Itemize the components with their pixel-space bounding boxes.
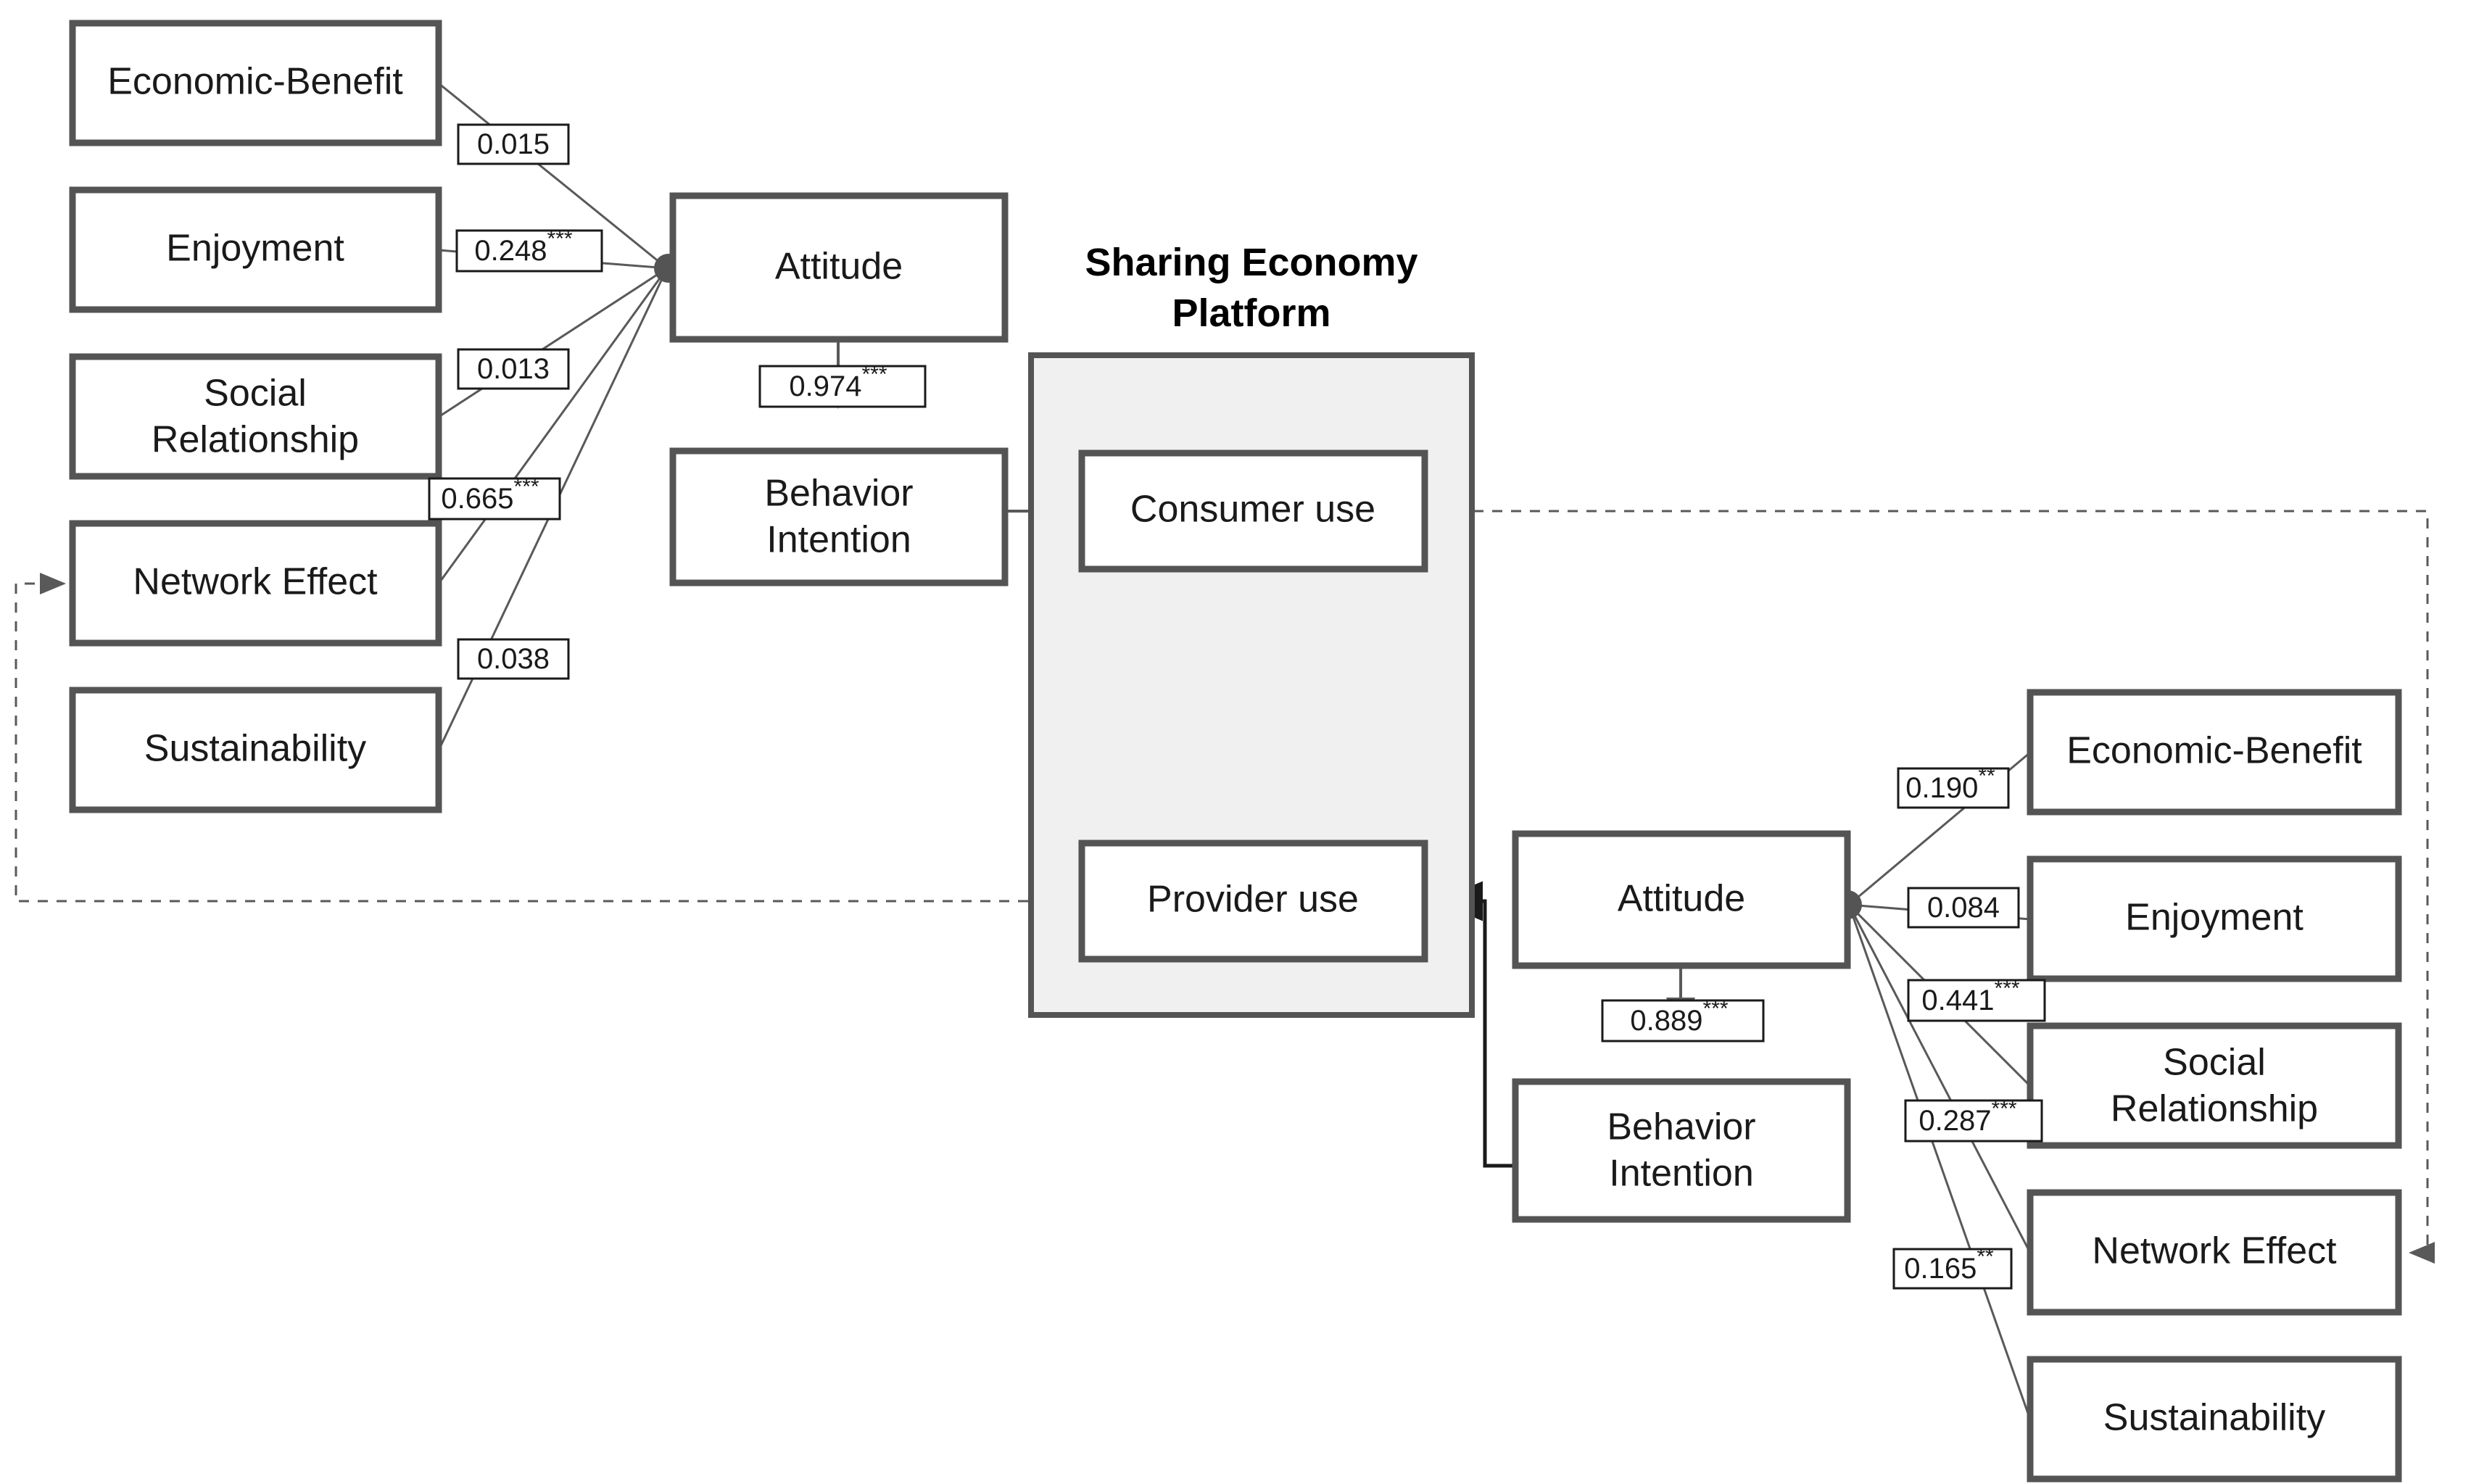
provider-attitude-box[interactable]: Attitude bbox=[1512, 830, 1851, 969]
svg-text:0.974***: 0.974*** bbox=[789, 362, 887, 402]
consumer-antecedent-enjoyment-label: Enjoyment bbox=[166, 228, 344, 270]
coef-value-consumer-attitude-bi: 0.974 bbox=[789, 370, 861, 402]
svg-text:0.248***: 0.248*** bbox=[474, 227, 572, 266]
coef-label-provider-enj: 0.084 bbox=[1907, 887, 2020, 929]
svg-text:0.190**: 0.190** bbox=[1905, 764, 1995, 803]
coef-stars-consumer-enj: *** bbox=[547, 227, 573, 251]
consumer-antecedent-social-relationship[interactable]: Social Relationship bbox=[69, 353, 442, 480]
svg-text:0.665***: 0.665*** bbox=[441, 475, 539, 514]
platform-box-provider-use[interactable]: Provider use bbox=[1078, 840, 1428, 963]
provider-antecedent-social-relationship[interactable]: Social Relationship bbox=[2027, 1022, 2402, 1149]
consumer-antecedent-economic-benefit-label: Economic-Benefit bbox=[107, 61, 403, 103]
provider-antecedent-social-relationship-label-line2: Relationship bbox=[2111, 1088, 2318, 1130]
path-line-sr-attitude bbox=[438, 267, 668, 418]
svg-text:0.038: 0.038 bbox=[477, 643, 550, 675]
platform-box-consumer-use-label: Consumer use bbox=[1130, 489, 1375, 531]
coef-stars-provider-sus: ** bbox=[1977, 1245, 1994, 1269]
consumer-behavior-intention-label-line2: Intention bbox=[766, 519, 911, 561]
consumer-antecedent-sustainability[interactable]: Sustainability bbox=[69, 687, 442, 813]
consumer-antecedent-enjoyment[interactable]: Enjoyment bbox=[69, 186, 442, 313]
platform-box-consumer-use[interactable]: Consumer use bbox=[1078, 449, 1428, 573]
svg-text:0.441***: 0.441*** bbox=[1921, 977, 2019, 1016]
provider-antecedent-network-effect-label: Network Effect bbox=[2092, 1230, 2337, 1272]
provider-attitude-label: Attitude bbox=[1618, 878, 1745, 920]
coef-stars-provider-attitude-bi: *** bbox=[1703, 997, 1729, 1021]
platform-title-line2: Platform bbox=[1172, 291, 1330, 335]
coef-stars-provider-ne: *** bbox=[1992, 1097, 2017, 1121]
coef-value-provider-attitude-bi: 0.889 bbox=[1630, 1005, 1702, 1037]
provider-antecedent-social-relationship-label-line1: Social bbox=[2163, 1042, 2266, 1084]
coef-label-consumer-sus: 0.038 bbox=[457, 638, 570, 680]
platform-box-provider-use-label: Provider use bbox=[1147, 879, 1359, 921]
consumer-antecedent-network-effect-label: Network Effect bbox=[133, 561, 378, 603]
consumer-attitude-label: Attitude bbox=[775, 246, 903, 288]
coef-value-provider-eb: 0.190 bbox=[1905, 772, 1978, 804]
coef-label-consumer-attitude-bi: 0.974*** bbox=[758, 362, 927, 408]
coef-label-consumer-enj: 0.248*** bbox=[455, 227, 603, 273]
svg-text:0.013: 0.013 bbox=[477, 353, 550, 385]
coef-label-provider-sus: 0.165** bbox=[1892, 1245, 2013, 1290]
coef-stars-consumer-ne: *** bbox=[514, 475, 539, 499]
consumer-antecedent-social-relationship-label-line2: Relationship bbox=[152, 419, 359, 461]
coef-label-consumer-ne: 0.665*** bbox=[428, 475, 561, 521]
provider-behavior-intention-box[interactable]: Behavior Intention bbox=[1512, 1078, 1851, 1223]
provider-antecedent-enjoyment[interactable]: Enjoyment bbox=[2027, 855, 2402, 982]
provider-antecedent-economic-benefit[interactable]: Economic-Benefit bbox=[2027, 689, 2402, 816]
coef-value-consumer-sr: 0.013 bbox=[477, 353, 550, 385]
coef-label-provider-ne: 0.287*** bbox=[1904, 1097, 2043, 1143]
provider-antecedent-sustainability[interactable]: Sustainability bbox=[2027, 1356, 2402, 1483]
dashed-link-provider-use-to-consumer-network-effect bbox=[15, 573, 1028, 903]
provider-antecedent-sustainability-label: Sustainability bbox=[2103, 1397, 2325, 1439]
consumer-attitude-box[interactable]: Attitude bbox=[669, 192, 1009, 343]
provider-antecedent-network-effect[interactable]: Network Effect bbox=[2027, 1189, 2402, 1316]
coef-stars-consumer-attitude-bi: *** bbox=[862, 362, 887, 386]
path-line-ne-attitude bbox=[437, 268, 669, 584]
coef-label-provider-eb: 0.190** bbox=[1897, 764, 2010, 809]
consumer-behavior-intention-label-line1: Behavior bbox=[764, 473, 913, 515]
coef-value-consumer-sus: 0.038 bbox=[477, 643, 550, 675]
svg-text:0.889***: 0.889*** bbox=[1630, 997, 1728, 1036]
provider-behavior-intention-label-line2: Intention bbox=[1609, 1153, 1754, 1195]
coef-value-provider-ne: 0.287 bbox=[1919, 1105, 1991, 1137]
platform-title-line1: Sharing Economy bbox=[1085, 241, 1417, 284]
dashed-link-consumer-use-to-provider-network-effect bbox=[1473, 510, 2435, 1264]
coef-value-consumer-eb: 0.015 bbox=[477, 128, 550, 160]
coef-stars-provider-eb: ** bbox=[1978, 764, 1995, 788]
coef-label-provider-sr: 0.441*** bbox=[1907, 977, 2046, 1022]
provider-behavior-intention-label-line1: Behavior bbox=[1607, 1106, 1755, 1148]
provider-path-lines bbox=[1847, 751, 2032, 1420]
path-line-p-sus-attitude bbox=[1847, 904, 2032, 1420]
coef-label-consumer-eb: 0.015 bbox=[457, 123, 570, 165]
path-line-p-ne-attitude bbox=[1847, 904, 2032, 1253]
coef-value-consumer-ne: 0.665 bbox=[441, 483, 513, 515]
consumer-behavior-intention-box[interactable]: Behavior Intention bbox=[669, 447, 1009, 586]
path-line-eb-attitude bbox=[438, 82, 668, 270]
coef-label-provider-attitude-bi: 0.889*** bbox=[1601, 997, 1765, 1042]
svg-text:0.084: 0.084 bbox=[1927, 892, 2000, 924]
coef-value-consumer-enj: 0.248 bbox=[474, 235, 547, 267]
svg-text:0.015: 0.015 bbox=[477, 128, 550, 160]
consumer-antecedent-sustainability-label: Sustainability bbox=[144, 728, 366, 770]
svg-text:0.165**: 0.165** bbox=[1904, 1245, 1994, 1284]
coef-value-provider-enj: 0.084 bbox=[1927, 892, 2000, 924]
consumer-antecedent-economic-benefit[interactable]: Economic-Benefit bbox=[69, 20, 442, 146]
provider-antecedent-enjoyment-label: Enjoyment bbox=[2125, 897, 2304, 939]
provider-antecedent-economic-benefit-label: Economic-Benefit bbox=[2066, 730, 2362, 772]
coef-value-provider-sus: 0.165 bbox=[1904, 1253, 1977, 1285]
coef-stars-provider-sr: *** bbox=[1995, 977, 2020, 1000]
svg-text:0.287***: 0.287*** bbox=[1919, 1097, 2016, 1136]
coef-value-provider-sr: 0.441 bbox=[1921, 985, 1994, 1016]
consumer-antecedent-social-relationship-label-line1: Social bbox=[204, 373, 307, 415]
coef-label-consumer-sr: 0.013 bbox=[457, 348, 570, 390]
consumer-antecedent-network-effect[interactable]: Network Effect bbox=[69, 520, 442, 647]
